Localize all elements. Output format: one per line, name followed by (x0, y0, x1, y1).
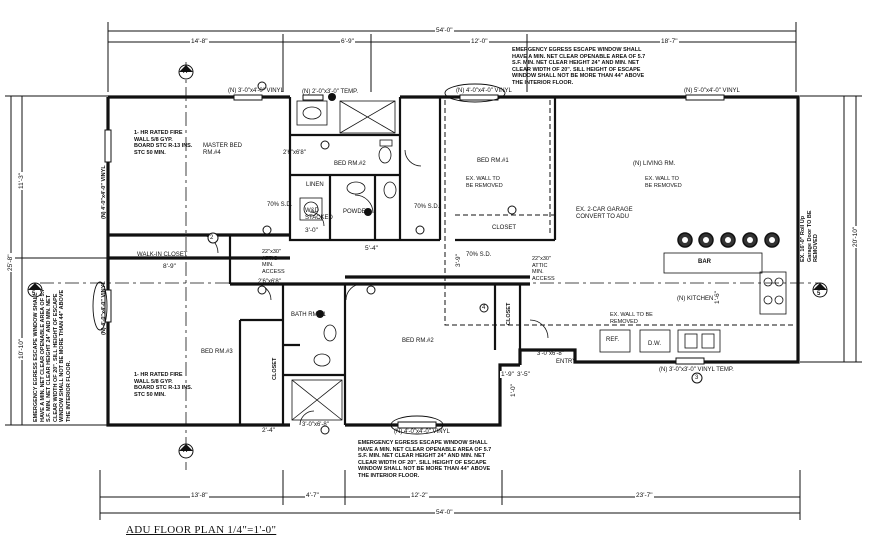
door-label-closet: 3'-0"x6'-8" (302, 422, 329, 428)
dim-left-total: 25'-8" (7, 253, 14, 272)
note-ex-wall-3: EX. WALL TO BE REMOVED (610, 312, 653, 325)
door-label-entry: 3'-0"x6'-8" (537, 351, 564, 357)
room-living: (N) LIVING RM. (633, 161, 676, 167)
tag-2: 2 (210, 235, 214, 241)
note-egress-left: EMERGENCY EGRESS ESCAPE WINDOW SHALL HAV… (33, 288, 72, 422)
dim-top-1: 14'-8" (190, 38, 209, 45)
attic-access-1: 22"x30" ATTIC MIN. ACCESS (262, 249, 285, 275)
window-label-w4: (N) 4'-0"x4'-0" VINYL (394, 429, 450, 435)
dim-5-4: 5'-4" (364, 245, 379, 252)
room-master: MASTER BED RM.#4 (203, 143, 243, 156)
room-kitchen: (N) KITCHEN (677, 296, 714, 302)
dim-2-4: 2'-4" (261, 427, 276, 434)
room-closet-right: CLOSET (506, 302, 512, 325)
dim-3-0: 3'-0" (304, 227, 319, 234)
tag-4: 4 (482, 305, 486, 311)
room-garage: EX. 2-CAR GARAGE CONVERT TO ADU (576, 207, 633, 220)
window-label-w3: (N) 5'-0"x4'-0" VINYL (684, 88, 740, 94)
room-bar: BAR (698, 259, 711, 265)
dim-1-0: 1'-0" (510, 383, 517, 398)
dim-3-5: 3'-5" (516, 371, 531, 378)
room-bed1: BED RM.#1 (477, 158, 509, 164)
dim-bottom-1: 13'-8" (190, 492, 209, 499)
dim-bottom-3: 12'-2" (410, 492, 429, 499)
sheet-marker-left: 5 (32, 291, 36, 297)
section-marker-top: A (183, 69, 188, 75)
room-closet-bed3: CLOSET (272, 357, 278, 380)
window-label-w2: (N) 4'-0"x4'-0" VINYL (456, 88, 512, 94)
dim-left-lower: 10'-10" (18, 337, 25, 360)
attic-access-2: 22"x30" ATTIC MIN. ACCESS (532, 256, 555, 282)
dim-bottom-2: 4'-7" (305, 492, 320, 499)
dim-right-total: 20'-10" (852, 225, 859, 248)
label-dw: D.W. (648, 341, 661, 347)
window-label-w7: (N) 4'-0"x4'-0" VINYL (101, 281, 107, 335)
dim-top-4: 18'-7" (660, 38, 679, 45)
window-label-w1: (N) 3'-0"x4'-0" VINYL (228, 88, 284, 94)
window-label-w8: (N) 2'-0"x3'-0" TEMP. (302, 89, 359, 95)
tag-3: 3 (695, 375, 699, 381)
room-powder: POWDER (343, 209, 370, 215)
door-label-ensuite: 2'6"x6'8" (283, 150, 306, 156)
note-fire-wall-upper: 1- HR RATED FIRE WALL 5/8 GYP. BOARD STC… (134, 130, 193, 156)
dim-top-3: 12'-0" (470, 38, 489, 45)
dim-1-9: 1'-9" (500, 371, 515, 378)
dim-walkin: 8'-9" (162, 263, 177, 270)
drawing-title: ADU FLOOR PLAN 1/4"=1'-0" (126, 524, 277, 536)
room-bed2-lower: BED RM.#2 (402, 338, 434, 344)
room-bed3: BED RM.#3 (201, 349, 233, 355)
dim-top-2: 6'-9" (340, 38, 355, 45)
label-ref: REF. (606, 337, 620, 343)
room-bath1: BATH RM.#1 (291, 312, 326, 318)
dim-3-9: 3'-9" (455, 253, 462, 268)
window-label-w6: (N) 4'-0"x4'-0" VINYL (101, 165, 107, 219)
room-bed2-upper: BED RM.#2 (334, 161, 366, 167)
section-marker-bottom: A (183, 448, 188, 454)
label-entry: ENTRY (556, 359, 577, 365)
note-garage-door: EX. 16'-0" Roll Up Garage Door TO BE REM… (800, 210, 820, 262)
room-wd: W&D STACKED (305, 208, 333, 221)
dim-bottom-total: 54'-0" (435, 509, 454, 516)
dim-top-total: 54'-0" (435, 27, 454, 34)
window-label-w5: (N) 3'-0"x3'-0" VINYL TEMP. (659, 367, 734, 373)
sheet-marker-right: 5 (817, 291, 821, 297)
smoke-label-3: 70% S.D. (466, 252, 492, 258)
room-closet-upper: CLOSET (492, 225, 517, 231)
dim-1-6: 1'-6" (714, 290, 721, 305)
room-walkin: WALK-IN CLOSET (137, 252, 188, 258)
dim-bottom-4: 23'-7" (635, 492, 654, 499)
note-ex-wall-2: EX. WALL TO BE REMOVED (645, 176, 682, 189)
note-ex-wall-1: EX. WALL TO BE REMOVED (466, 176, 503, 189)
note-egress-bottom: EMERGENCY EGRESS ESCAPE WINDOW SHALL HAV… (358, 440, 492, 479)
room-linen: LINEN (306, 182, 324, 188)
smoke-label-1: 70% S.D. (267, 202, 293, 208)
dim-left-upper: 11'-3" (18, 171, 25, 190)
note-fire-wall-lower: 1- HR RATED FIRE WALL 5/8 GYP. BOARD STC… (134, 372, 193, 398)
note-egress-top: EMERGENCY EGRESS ESCAPE WINDOW SHALL HAV… (512, 47, 646, 86)
door-label-1: 2'6"x6'8" (258, 279, 281, 285)
smoke-label-2: 70% S.D. (414, 204, 440, 210)
